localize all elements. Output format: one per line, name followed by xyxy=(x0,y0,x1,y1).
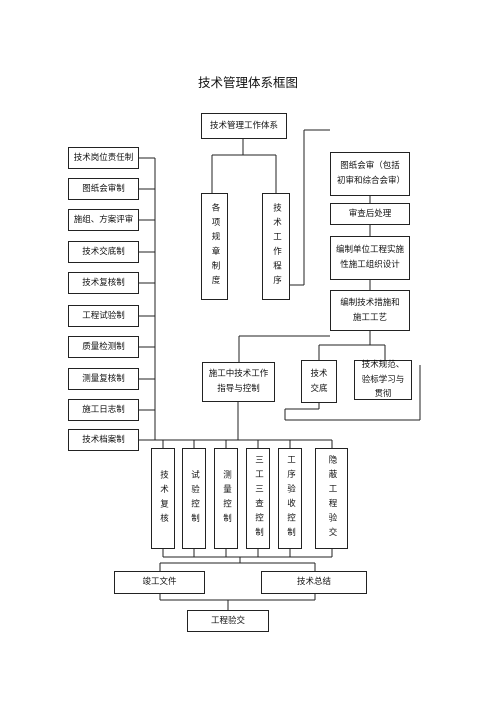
workflow-box: 技术工作程序 xyxy=(262,193,290,300)
rule-box: 技术交底制 xyxy=(68,241,139,263)
standards-box: 技术规范、验标学习与贯彻 xyxy=(354,360,412,400)
rule-box: 测量复核制 xyxy=(68,368,139,390)
control-box: 技术复核 xyxy=(151,448,175,549)
post-review-box: 审查后处理 xyxy=(330,203,410,225)
rule-box: 技术档案制 xyxy=(68,429,139,451)
control-box: 工序验收控制 xyxy=(278,448,302,549)
control-box: 隐蔽工程验交 xyxy=(315,448,348,549)
control-box: 三工三查控制 xyxy=(246,448,270,549)
tech-measures-box: 编制技术措施和施工工艺 xyxy=(330,290,410,331)
root-box: 技术管理工作体系 xyxy=(201,113,287,139)
rule-box: 技术岗位责任制 xyxy=(68,147,139,169)
acceptance-box: 工程验交 xyxy=(187,610,269,632)
rule-box: 施工日志制 xyxy=(68,399,139,421)
tech-summary-box: 技术总结 xyxy=(261,571,367,594)
diagram-title: 技术管理体系框图 xyxy=(197,75,298,90)
control-box: 测量控制 xyxy=(214,448,238,549)
guidance-box: 施工中技术工作指导与控制 xyxy=(202,362,275,402)
rule-box: 质量检测制 xyxy=(68,336,139,358)
rule-box: 技术复核制 xyxy=(68,272,139,294)
completion-docs-box: 竣工文件 xyxy=(114,571,205,594)
control-box: 试验控制 xyxy=(182,448,206,549)
rule-box: 图纸会审制 xyxy=(68,178,139,200)
drawing-review-box: 图纸会审（包括初审和综合会审） xyxy=(330,152,410,196)
construction-org-design-box: 编制单位工程实施性施工组织设计 xyxy=(330,236,410,280)
regulations-box: 各项规章制度 xyxy=(201,193,228,300)
disclosure-box: 技术交底 xyxy=(301,360,337,403)
rule-box: 工程试验制 xyxy=(68,305,139,327)
rule-box: 施组、方案评审 xyxy=(68,209,139,231)
